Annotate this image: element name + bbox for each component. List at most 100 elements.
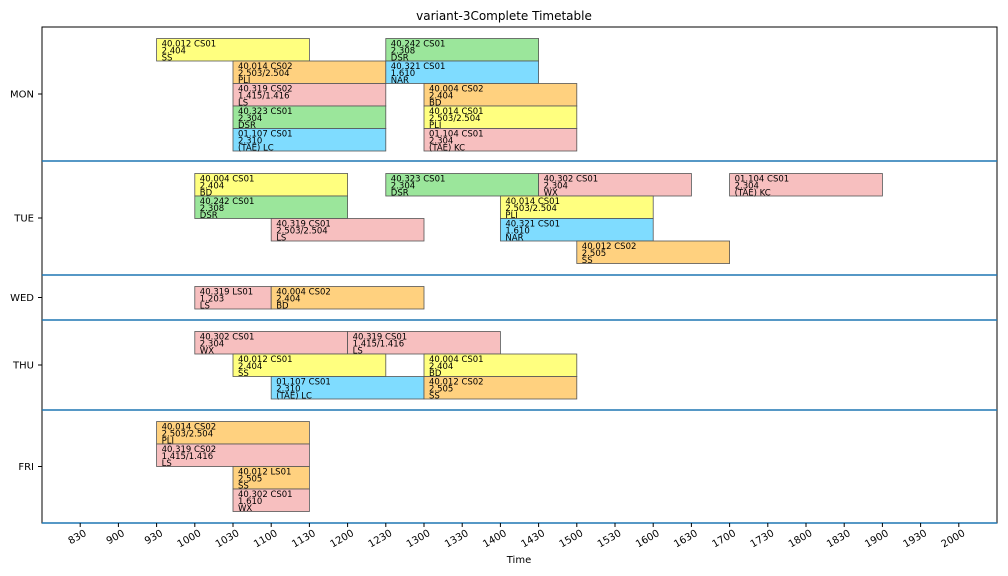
session-bar [232,488,310,512]
x-tick-label-930: 930 [143,528,165,547]
session-room-label: 2.505 [238,475,262,485]
session-room-label: 2.404 [429,92,453,102]
session-course-label: 40.012 CS02 [582,242,637,252]
session-course-label: 40.321 CS01 [391,62,446,72]
session-course-label: 40.012 CS01 [162,40,217,50]
session-course-label: 40.012 CS02 [429,378,484,388]
session-course-label: 40.242 CS01 [391,40,446,50]
session-instructor-label: DSR [238,121,256,131]
session-instructor-label: PLI [505,211,517,221]
session-instructor-label: WX [200,347,214,357]
session-instructor-label: NAR [505,234,523,244]
session-room-label: 2.304 [544,182,568,192]
session-room-label: 1.610 [391,69,415,79]
y-tick-label-mon: MON [10,90,34,101]
session-bar [270,218,425,242]
y-tick-label-thu: THU [12,361,34,372]
session-instructor-label: SS [582,256,593,266]
session-bar [423,376,578,400]
session-room-label: 2.404 [276,295,300,305]
session-room-label: 2.304 [429,137,453,147]
x-tick-label-1400: 1400 [481,528,509,550]
session-course-label: 40.012 LS01 [238,468,291,478]
session-course-label: 40.004 CS02 [429,85,484,95]
session-course-label: 40.319 CS01 [276,220,331,230]
session-room-label: 2.304 [238,114,262,124]
session-course-label: 40.319 CS01 [353,333,408,343]
x-tick-label-1500: 1500 [558,528,586,550]
session-room-label: 2.503/2.504 [505,204,557,214]
day-dividers [42,160,997,524]
session-instructor-label: BD [429,99,442,109]
session-room-label: 1.610 [238,497,262,507]
session-course-label: 01.107 CS01 [276,378,331,388]
session-room-label: 1.415/1.416 [238,92,290,102]
session-course-label: 40.004 CS01 [429,355,484,365]
session-room-label: 2.505 [582,249,606,259]
session-instructor-label: DSR [200,211,218,221]
session-instructor-label: SS [238,482,249,492]
x-tick-label-1800: 1800 [787,528,815,550]
session-instructor-label: DSR [391,54,409,64]
x-tick-label-1330: 1330 [443,528,471,550]
session-course-label: 40.242 CS01 [200,197,255,207]
x-tick-label-1830: 1830 [825,528,853,550]
x-tick-label-1200: 1200 [328,528,356,550]
session-course-label: 40.012 CS01 [238,355,293,365]
session-room-label: 2.503/2.504 [429,114,481,124]
session-course-label: 40.014 CS02 [162,423,217,433]
session-course-label: 01.104 CS01 [735,175,790,185]
session-course-label: 40.319 CS02 [238,85,293,95]
session-instructor-label: (TAE) KC [735,189,771,199]
session-course-label: 40.014 CS01 [429,107,484,117]
session-instructor-label: PLI [238,76,250,86]
session-course-label: 40.319 LS01 [200,288,253,298]
session-course-label: 40.014 CS02 [238,62,293,72]
session-course-label: 40.321 CS01 [505,220,560,230]
session-room-label: 2.503/2.504 [276,227,328,237]
x-tick-label-1600: 1600 [634,528,662,550]
x-tick-label-1900: 1900 [863,528,891,550]
session-instructor-label: LS [162,459,172,469]
session-course-label: 40.302 CS01 [544,175,599,185]
session-course-label: 40.014 CS01 [505,197,560,207]
y-tick-label-wed: WED [10,293,34,304]
x-tick-label-1000: 1000 [176,528,204,550]
session-bar [232,128,387,152]
x-axis-label: Time [506,555,531,566]
session-room-label: 1.203 [200,295,224,305]
session-instructor-label: LS [276,234,286,244]
session-instructor-label: SS [429,392,440,402]
x-tick-label-1700: 1700 [710,528,738,550]
session-course-label: 40.302 CS01 [200,333,255,343]
session-room-label: 2.304 [200,340,224,350]
chart-title: variant-3Complete Timetable [416,9,592,23]
x-tick-label-1130: 1130 [290,528,318,550]
session-room-label: 2.310 [276,385,300,395]
session-room-label: 2.404 [200,182,224,192]
x-tick-label-1230: 1230 [367,528,395,550]
session-room-label: 2.404 [429,362,453,372]
x-tick-label-2000: 2000 [940,528,968,550]
session-room-label: 1.415/1.416 [353,340,405,350]
x-tick-label-1430: 1430 [519,528,547,550]
